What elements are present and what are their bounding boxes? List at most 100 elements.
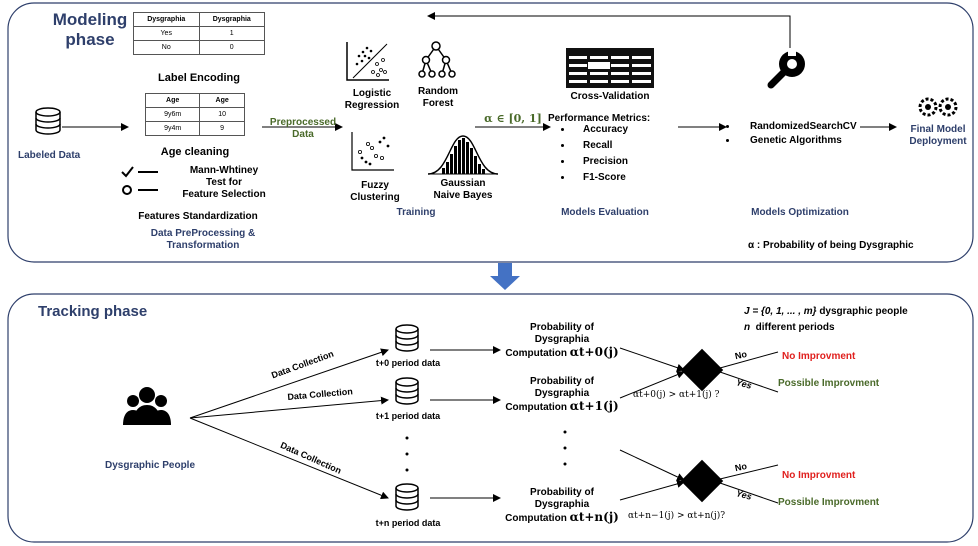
metrics-list: Accuracy Recall Precision F1-Score	[555, 122, 628, 186]
optimization-methods-list: RandomizedSearchCV Genetic Algorithms	[722, 120, 857, 148]
alpha-tn: αt+n(j)	[569, 510, 619, 524]
preprocessed-data-line2: Data	[292, 129, 314, 140]
period-data-label: t+1 period data	[375, 411, 441, 421]
probability-line1: Probability of	[530, 487, 594, 498]
gaussian-naive-bayes-label: Gaussian Naive Bayes	[425, 178, 501, 202]
label-encoding-table: Dysgraphia Dysgraphia Yes 1 No 0	[133, 12, 265, 55]
database-icon	[35, 107, 61, 135]
fuzzy-line2: Clustering	[350, 192, 400, 203]
comparison-condition: αt+0(j) > αt+1(j) ?	[633, 390, 720, 400]
logistic-regression-label: Logistic Regression	[342, 88, 402, 112]
table-cell: 1	[198, 26, 265, 41]
optimization-item: RandomizedSearchCV	[738, 120, 857, 134]
models-evaluation-label: Models Evaluation	[561, 207, 649, 218]
alpha-t1: αt+1(j)	[569, 399, 619, 413]
modeling-phase-title: Modeling phase	[40, 10, 140, 50]
rf-line2: Forest	[422, 98, 454, 109]
computation-label: Computation	[505, 513, 567, 524]
table-header: Age	[199, 93, 245, 108]
preprocessing-title-line2: Transformation	[166, 240, 240, 251]
table-cell: 10	[199, 107, 245, 122]
probability-computation-block: Probability of Dysgraphia Computation αt…	[500, 487, 624, 525]
final-model-line2: Deployment	[909, 136, 967, 147]
models-optimization-label: Models Optimization	[751, 207, 849, 218]
period-data-label: t+n period data	[375, 518, 441, 528]
rf-line1: Random	[418, 86, 458, 97]
final-model-deployment-label: Final Model Deployment	[900, 124, 976, 148]
probability-line2: Dysgraphia	[534, 388, 590, 399]
n-variable: n	[744, 322, 751, 333]
gaussian-histogram-icon	[427, 135, 499, 175]
tracking-phase-title: Tracking phase	[38, 303, 148, 320]
fuzzy-line1: Fuzzy	[361, 180, 389, 191]
modeling-phase-panel	[7, 2, 974, 263]
table-cell: 9y4m	[144, 121, 201, 136]
feature-selection-line1: Mann-Whtiney	[189, 165, 259, 176]
phase-transition-arrow	[490, 263, 520, 290]
random-forest-label: Random Forest	[410, 86, 466, 110]
feature-selection-label: Mann-Whtiney Test for Feature Selection	[162, 165, 286, 201]
fuzzy-cluster-icon	[351, 132, 394, 171]
checklist-icon	[121, 166, 158, 195]
metric-item: Recall	[573, 138, 628, 154]
wrench-icon	[767, 48, 805, 89]
features-standardization-label: Features Standardization	[138, 211, 258, 222]
database-icon	[395, 324, 419, 352]
table-grid-icon	[566, 48, 654, 88]
age-cleaning-caption: Age cleaning	[160, 146, 230, 158]
n-periods-note: n different periods	[744, 322, 835, 334]
n-suffix: different periods	[755, 322, 835, 333]
possible-improvement-outcome: Possible Improvment	[778, 378, 880, 389]
possible-improvement-outcome: Possible Improvment	[778, 497, 880, 508]
age-cleaning-table: Age Age 9y6m 10 9y4m 9	[144, 93, 245, 136]
decision-diamond-icon	[680, 348, 724, 392]
database-icon	[395, 483, 419, 511]
cross-validation-label: Cross-Validation	[570, 91, 650, 102]
table-header: Age	[144, 93, 201, 108]
feature-selection-line3: Feature Selection	[182, 189, 266, 200]
table-cell: 9y6m	[144, 107, 201, 122]
tree-network-icon	[418, 41, 456, 78]
logistic-line1: Logistic	[352, 88, 392, 99]
modeling-title-line1: Modeling	[52, 10, 128, 29]
table-header: Dysgraphia	[198, 12, 265, 27]
training-label: Training	[396, 207, 436, 218]
database-icon	[395, 377, 419, 405]
metric-item: Accuracy	[573, 122, 628, 138]
alpha-definition-note: α : Probability of being Dysgraphic	[748, 240, 914, 251]
preprocessed-data-label: Preprocessed Data	[258, 117, 348, 141]
table-cell: 9	[199, 121, 245, 136]
probability-computation-block: Probability of Dysgraphia Computation αt…	[500, 376, 624, 414]
alpha-t0: αt+0(j)	[569, 345, 619, 359]
feature-selection-line2: Test for	[206, 177, 242, 188]
no-improvement-outcome: No Improvment	[782, 351, 856, 362]
probability-line2: Dysgraphia	[534, 499, 590, 510]
probability-line1: Probability of	[530, 322, 594, 333]
j-set-note: J = {0, 1, ... , m} dysgraphic people	[744, 306, 908, 318]
comparison-condition: αt+n−1(j) > αt+n(j)?	[628, 511, 726, 521]
labeled-data-label: Labeled Data	[18, 150, 81, 161]
final-model-line1: Final Model	[910, 124, 966, 135]
tracking-phase-panel	[7, 293, 974, 543]
probability-line2: Dysgraphia	[534, 334, 590, 345]
computation-label: Computation	[505, 402, 567, 413]
metric-item: Precision	[573, 154, 628, 170]
dysgraphic-people-label: Dysgraphic People	[104, 460, 196, 471]
metric-item: F1-Score	[573, 170, 628, 186]
j-set-definition: J = {0, 1, ... , m}	[744, 306, 817, 317]
probability-line1: Probability of	[530, 376, 594, 387]
table-cell: 0	[198, 40, 265, 55]
table-header: Dysgraphia	[133, 12, 200, 27]
table-cell: Yes	[133, 26, 200, 41]
alpha-range-label: α ∈ [0, 1]	[484, 112, 542, 125]
no-improvement-outcome: No Improvment	[782, 470, 856, 481]
gnb-line1: Gaussian	[440, 178, 486, 189]
gears-icon	[918, 97, 958, 117]
j-set-suffix: dysgraphic people	[819, 306, 908, 317]
preprocessed-data-line1: Preprocessed	[269, 117, 337, 128]
performance-metrics-title: Performance Metrics:	[548, 113, 651, 124]
probability-computation-block: Probability of Dysgraphia Computation αt…	[500, 322, 624, 360]
preprocessing-title-line1: Data PreProcessing &	[150, 228, 256, 239]
people-icon	[123, 387, 171, 425]
